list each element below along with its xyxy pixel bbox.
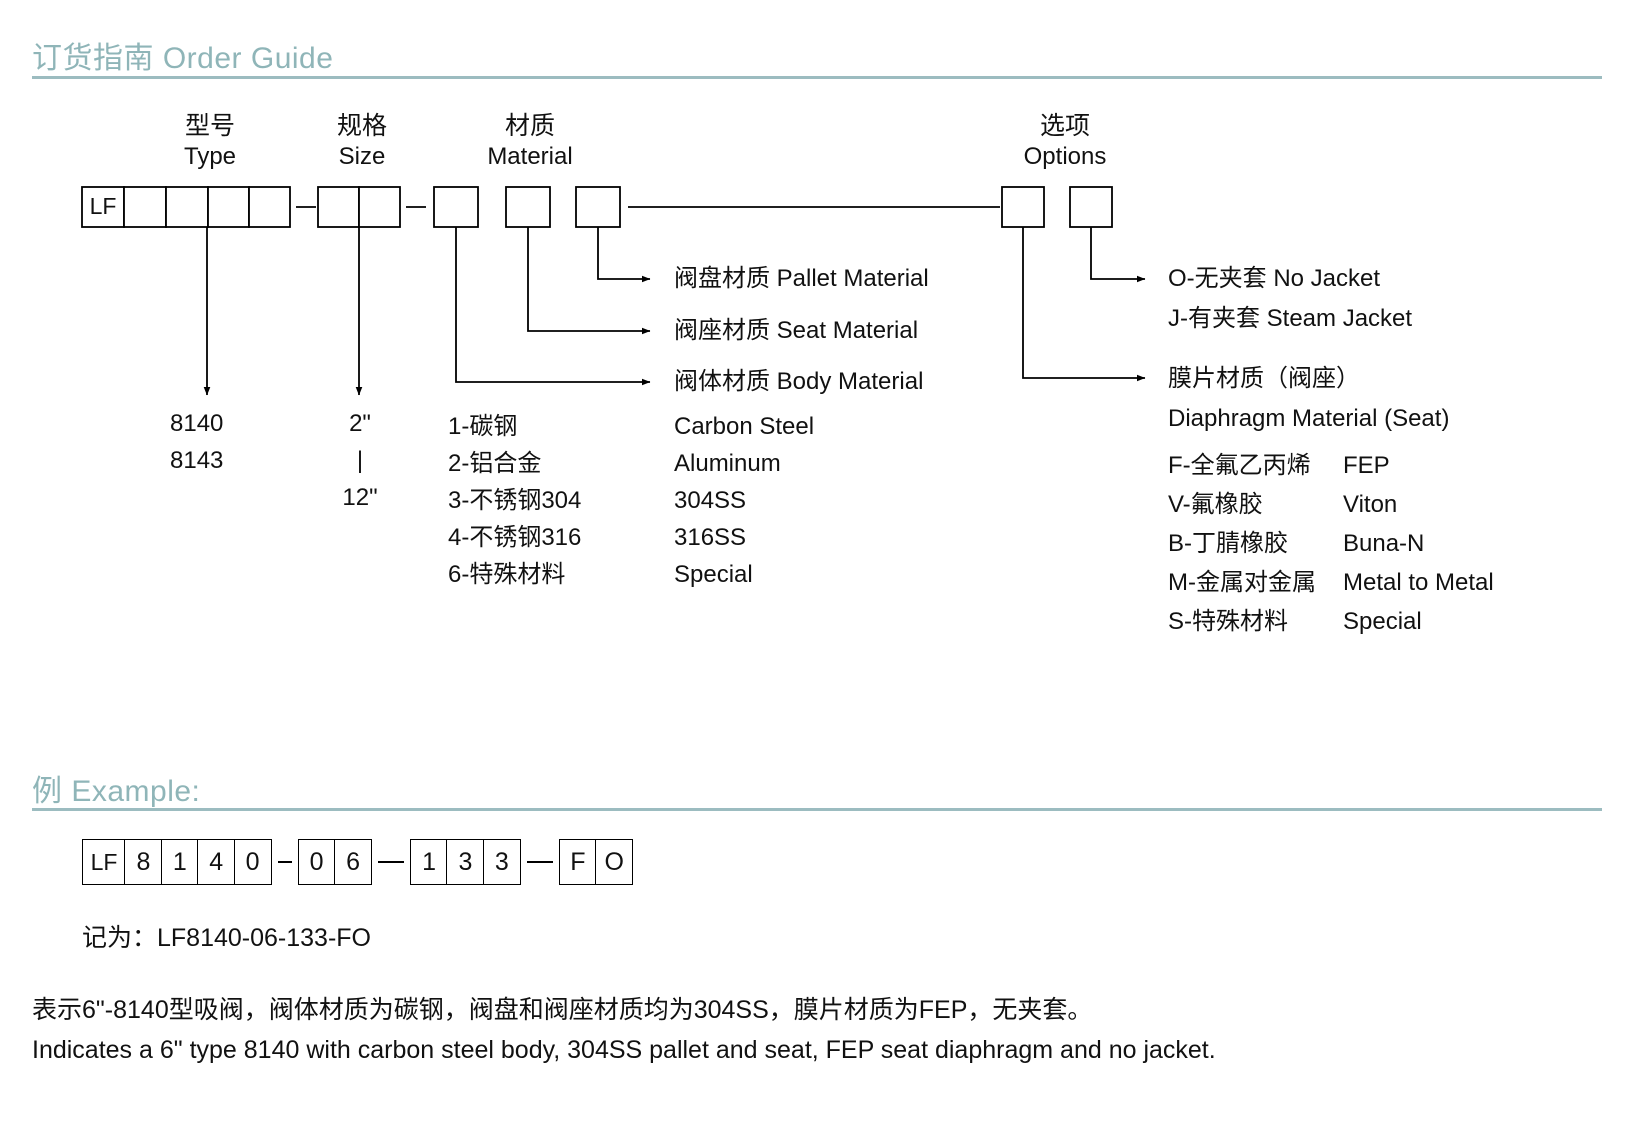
example-separator-3 — [526, 861, 553, 863]
example-cell-material-0: 1 — [410, 839, 449, 885]
callout-steam-jacket: J-有夹套 Steam Jacket — [1168, 305, 1413, 332]
example-code-row: LF 8 1 4 0 0 6 1 3 3 F O — [82, 838, 634, 886]
size-value-connector: | — [356, 447, 364, 474]
example-separator-1 — [277, 861, 292, 863]
example-cell-type-4: 0 — [233, 839, 272, 885]
callout-seat-material: 阀座材质 Seat Material — [674, 317, 919, 344]
diagram-lines: LF — [81, 186, 1146, 396]
callout-pallet-material: 阀盘材质 Pallet Material — [674, 265, 929, 292]
example-description-en: Indicates a 6" type 8140 with carbon ste… — [32, 1036, 1216, 1064]
size-value-min: 2" — [349, 410, 371, 437]
diaphragm-code-en-3: Metal to Metal — [1343, 569, 1494, 596]
diaphragm-code-4: S-特殊材料 — [1168, 608, 1288, 635]
callout-diaphragm-material-en: Diaphragm Material (Seat) — [1168, 405, 1450, 432]
example-group-size: 0 6 — [297, 839, 373, 885]
diaphragm-code-1: V-氟橡胶 — [1168, 491, 1263, 518]
size-value-list: 2" | 12" — [330, 405, 390, 516]
group-label-size: 规格 Size — [292, 111, 432, 171]
callout-no-jacket: O-无夹套 No Jacket — [1168, 265, 1381, 292]
material-code-2: 3-不锈钢304 — [448, 487, 582, 514]
material-code-1: 2-铝合金 — [448, 450, 542, 477]
callout-body-material: 阀体材质 Body Material — [674, 368, 924, 395]
group-label-material-en: Material — [487, 142, 573, 170]
example-cell-type-2: 1 — [160, 839, 199, 885]
diaphragm-code-2: B-丁腈橡胶 — [1168, 530, 1288, 557]
example-cell-type-1: 8 — [124, 839, 163, 885]
example-description-cn: 表示6"-8140型吸阀，阀体材质为碳钢，阀盘和阀座材质均为304SS，膜片材质… — [32, 996, 1093, 1024]
material-code-0: 1-碳钢 — [448, 413, 518, 440]
material-code-4: 6-特殊材料 — [448, 561, 566, 588]
type-value-0: 8140 — [170, 410, 224, 437]
example-cell-material-1: 3 — [446, 839, 485, 885]
order-guide-heading: 订货指南 Order Guide — [32, 42, 334, 75]
group-label-type-en: Type — [183, 142, 237, 170]
group-label-material: 材质 Material — [455, 111, 605, 171]
material-code-en-2: 304SS — [674, 487, 747, 514]
example-cell-options-1: O — [595, 839, 634, 885]
group-label-size-cn: 规格 — [336, 112, 387, 140]
material-code-en-1: Aluminum — [674, 450, 781, 477]
example-heading: 例 Example: — [32, 775, 201, 808]
example-note: 记为：LF8140-06-133-FO — [82, 924, 372, 952]
diagram-prefix-cell: LF — [90, 193, 117, 219]
example-divider — [32, 808, 1602, 811]
group-label-options-en: Options — [1023, 142, 1107, 170]
example-group-type: LF 8 1 4 0 — [82, 839, 272, 885]
material-code-en-4: Special — [674, 561, 753, 588]
diaphragm-code-en-2: Buna-N — [1343, 530, 1425, 557]
group-label-material-cn: 材质 — [504, 112, 555, 140]
diaphragm-code-3: M-金属对金属 — [1168, 569, 1316, 596]
type-value-1: 8143 — [170, 447, 224, 474]
diaphragm-code-en-list: FEP Viton Buna-N Metal to Metal Special — [1343, 446, 1494, 641]
example-group-options: F O — [558, 839, 634, 885]
example-group-material: 1 3 3 — [410, 839, 521, 885]
material-code-3: 4-不锈钢316 — [448, 524, 582, 551]
example-cell-size-0: 0 — [297, 839, 336, 885]
group-label-options-cn: 选项 — [1039, 112, 1090, 140]
diaphragm-code-en-4: Special — [1343, 608, 1422, 635]
group-label-options: 选项 Options — [990, 111, 1140, 171]
material-code-en-0: Carbon Steel — [674, 413, 815, 440]
example-separator-2 — [378, 861, 405, 863]
example-cell-size-1: 6 — [334, 839, 373, 885]
group-label-type-cn: 型号 — [184, 112, 235, 140]
material-code-en-3: 316SS — [674, 524, 747, 551]
example-cell-material-2: 3 — [482, 839, 521, 885]
group-label-size-en: Size — [338, 142, 386, 170]
callout-diaphragm-material-cn: 膜片材质（阀座） — [1168, 365, 1360, 392]
example-cell-type-3: 4 — [197, 839, 236, 885]
material-code-list: 1-碳钢 2-铝合金 3-不锈钢304 4-不锈钢316 6-特殊材料 — [448, 408, 581, 593]
order-guide-divider — [32, 76, 1602, 79]
type-value-list: 8140 8143 — [170, 405, 223, 479]
diaphragm-code-en-0: FEP — [1343, 452, 1390, 479]
diaphragm-code-0: F-全氟乙丙烯 — [1168, 452, 1311, 479]
diaphragm-code-en-1: Viton — [1343, 491, 1398, 518]
material-code-en-list: Carbon Steel Aluminum 304SS 316SS Specia… — [674, 408, 814, 593]
order-code-diagram: 型号 Type 规格 Size 材质 Material 选项 Options — [0, 95, 1634, 655]
example-cell-type-0: LF — [82, 839, 126, 885]
diaphragm-code-list: F-全氟乙丙烯 V-氟橡胶 B-丁腈橡胶 M-金属对金属 S-特殊材料 — [1168, 446, 1316, 641]
group-label-type: 型号 Type — [140, 111, 280, 171]
size-value-max: 12" — [342, 484, 378, 511]
example-cell-options-0: F — [558, 839, 597, 885]
